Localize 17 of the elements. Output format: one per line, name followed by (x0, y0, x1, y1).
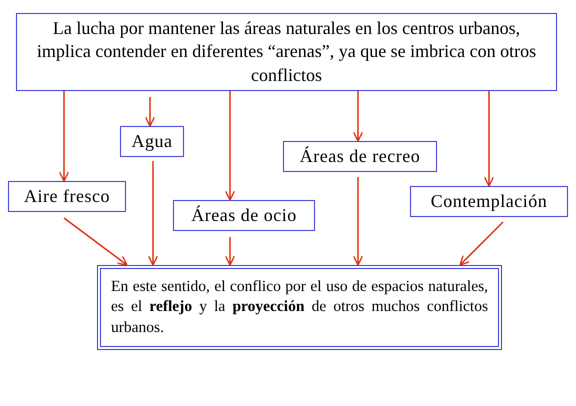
topic-box: Áreas de recreo (283, 141, 437, 172)
arrow (58, 91, 70, 182)
arrow (459, 221, 504, 266)
arrow (148, 161, 158, 266)
arrow (64, 217, 128, 266)
arrow (352, 91, 364, 142)
topic-box: Agua (120, 126, 184, 157)
arrow (352, 177, 364, 266)
topic-box: Áreas de ocio (173, 200, 315, 231)
topic-box: Aire fresco (8, 181, 126, 212)
arrow (224, 91, 236, 201)
arrow (144, 97, 156, 127)
header-box: La lucha por mantener las áreas naturales en los centros urbanos, implica contender en diferentes “arenas”, ya que se imbrica con otros conflictos (16, 13, 557, 91)
conclusion-box: En este sentido, el conflico por el uso de espacios naturales, es el reflejo y la proyección de otros muchos conflictos urbanos. (97, 265, 502, 350)
topic-box: Contemplación (410, 186, 568, 217)
arrow (224, 237, 236, 266)
arrow (484, 91, 494, 187)
